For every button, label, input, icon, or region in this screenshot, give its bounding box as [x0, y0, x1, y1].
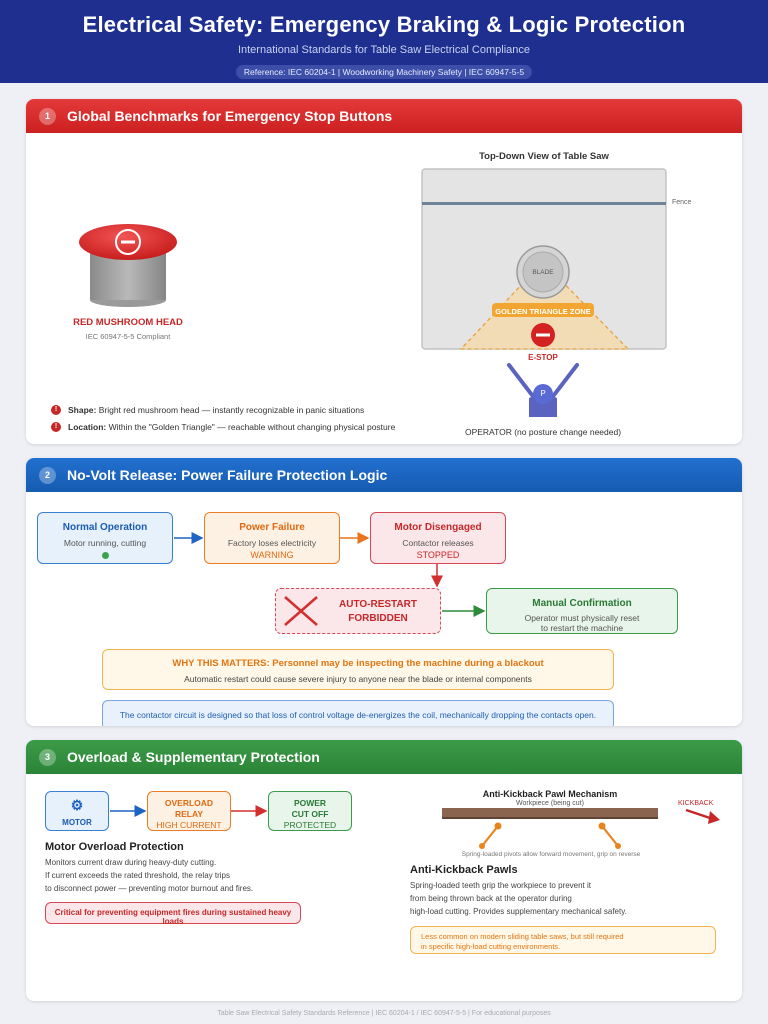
flow-arrows — [174, 532, 486, 617]
pawls-line: Spring-loaded teeth grip the workpiece t… — [410, 881, 591, 890]
bullet-shape: Shape: Bright red mushroom head — instan… — [68, 405, 365, 415]
section-title: Global Benchmarks for Emergency Stop But… — [67, 108, 393, 124]
pawls-title: Anti-Kickback Pawls — [410, 864, 518, 876]
mushroom-button-illustration — [79, 224, 177, 307]
overload-relay-box: OVERLOAD RELAY HIGH CURRENT — [147, 791, 231, 831]
fence-label: Fence — [672, 199, 692, 206]
why-this-matters-callout: WHY THIS MATTERS: Personnel may be inspe… — [102, 649, 614, 690]
overload-diagram-graphics — [110, 805, 720, 849]
pawls-note: Less common on modern sliding table saws… — [410, 926, 716, 954]
page-title: Electrical Safety: Emergency Braking & L… — [82, 12, 686, 37]
blade-label: BLADE — [532, 269, 554, 276]
status-dot — [102, 552, 109, 559]
section-overload-protection: 3 Overload & Supplementary Protection ⚙ … — [26, 740, 742, 1001]
operator-icon-letter: P — [540, 389, 546, 398]
golden-triangle-label: GOLDEN TRIANGLE ZONE — [495, 307, 591, 316]
section-number: 2 — [39, 467, 56, 484]
reference-badge: Reference: IEC 60204-1 | Woodworking Mac… — [235, 65, 533, 79]
mushroom-compliance: IEC 60947-5-5 Compliant — [85, 332, 171, 341]
flow-auto-restart-forbidden: AUTO-RESTART FORBIDDEN — [275, 588, 441, 634]
mushroom-head-label: RED MUSHROOM HEAD — [73, 317, 183, 328]
kickback-arrow-icon — [685, 808, 720, 824]
section-title: No-Volt Release: Power Failure Protectio… — [67, 467, 388, 483]
pawls-line: from being thrown back at the operator d… — [410, 894, 572, 903]
flow-power-failure: Power Failure Factory loses electricity … — [204, 512, 340, 564]
section-1-header: 1 Global Benchmarks for Emergency Stop B… — [26, 99, 742, 133]
bullet-location: Location: Within the "Golden Triangle" —… — [68, 422, 396, 432]
pawl-diagram-title: Anti-Kickback Pawl Mechanism — [482, 789, 618, 799]
overload-line: If current exceeds the rated threshold, … — [45, 871, 230, 880]
table-saw-diagram — [421, 168, 667, 417]
section-title: Overload & Supplementary Protection — [67, 749, 320, 765]
overload-title: Motor Overload Protection — [45, 841, 184, 853]
estop-label: E-STOP — [528, 353, 558, 362]
critical-callout: Critical for preventing equipment fires … — [45, 902, 301, 926]
overload-line: to disconnect power — preventing motor b… — [45, 884, 254, 893]
estop-icon — [531, 323, 555, 347]
flow-manual-confirmation: Manual Confirmation Operator must physic… — [486, 588, 678, 634]
power-cutoff-box: POWER CUT OFF PROTECTED — [268, 791, 352, 831]
contactor-note: The contactor circuit is designed so tha… — [102, 700, 614, 726]
flow-normal-operation: Normal Operation Motor running, cutting — [37, 512, 173, 564]
section-emergency-stop: 1 Global Benchmarks for Emergency Stop B… — [26, 99, 742, 444]
pivot-note: Spring-loaded pivots allow forward movem… — [461, 851, 641, 858]
motor-box: ⚙ MOTOR — [45, 791, 109, 831]
overload-line: Monitors current draw during heavy-duty … — [45, 858, 217, 867]
minus-icon — [115, 229, 141, 255]
operator-label: OPERATOR (no posture change needed) — [464, 427, 622, 437]
gear-icon: ⚙ — [70, 797, 84, 813]
pawls-line: high-load cutting. Provides supplementar… — [410, 907, 627, 916]
page-footer: Table Saw Electrical Safety Standards Re… — [217, 1010, 551, 1017]
section-2-header: 2 No-Volt Release: Power Failure Protect… — [26, 458, 742, 492]
alert-icon: ! — [51, 422, 61, 432]
section-number: 1 — [39, 108, 56, 125]
page-header: Electrical Safety: Emergency Braking & L… — [0, 0, 768, 83]
section-number: 3 — [39, 749, 56, 766]
section-3-header: 3 Overload & Supplementary Protection — [26, 740, 742, 774]
flow-motor-disengaged: Motor Disengaged Contactor releases STOP… — [370, 512, 506, 564]
saw-diagram-title: Top-Down View of Table Saw — [479, 151, 609, 162]
workpiece-label: Workpiece (being cut) — [516, 800, 584, 807]
alert-icon: ! — [51, 405, 61, 415]
kickback-label: KICKBACK — [678, 800, 714, 807]
section-no-volt-release: 2 No-Volt Release: Power Failure Protect… — [26, 458, 742, 726]
page-subtitle: International Standards for Table Saw El… — [237, 44, 531, 56]
cross-icon — [284, 596, 318, 626]
